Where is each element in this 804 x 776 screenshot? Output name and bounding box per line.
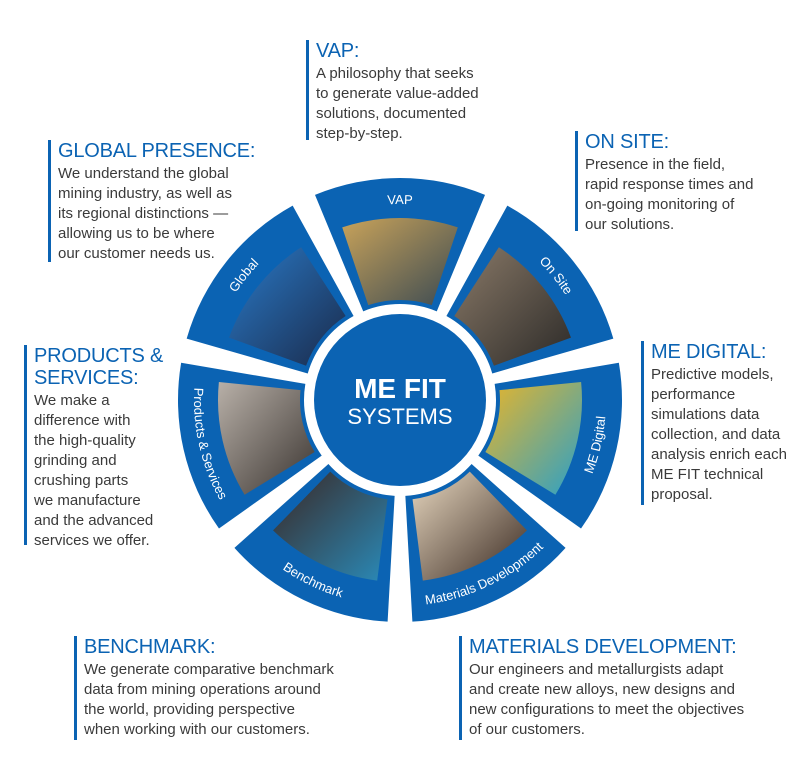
segment-vap: VAP — [314, 178, 486, 312]
vap-heading: VAP: — [316, 40, 360, 62]
global-presence-block: GLOBAL PRESENCE: We understand the globa… — [48, 140, 255, 262]
onsite-heading: ON SITE: — [585, 131, 669, 153]
segment-label-text: VAP — [387, 192, 413, 207]
materials-development-photo — [412, 471, 527, 581]
vap-label: VAP — [387, 192, 413, 207]
products-heading: PRODUCTS &SERVICES: — [34, 345, 164, 389]
global-heading: GLOBAL PRESENCE: — [58, 140, 256, 162]
vap-photo — [342, 218, 458, 306]
benchmark-block: BENCHMARK: We generate comparative bench… — [74, 636, 334, 740]
onsite-text: Presence in the field,rapid response tim… — [585, 156, 754, 233]
segment-products-services: Products & Services — [178, 362, 322, 529]
me-digital-block: ME DIGITAL: Predictive models,performanc… — [641, 341, 787, 505]
segment-on-site: On Site — [446, 205, 614, 374]
center-title: ME FIT — [354, 373, 446, 404]
materials-heading: MATERIALS DEVELOPMENT: — [469, 636, 737, 658]
on-site-block: ON SITE: Presence in the field,rapid res… — [575, 131, 753, 233]
materials-development-block: MATERIALS DEVELOPMENT: Our engineers and… — [459, 636, 744, 740]
segment-global: Global — [186, 205, 354, 374]
benchmark-photo — [273, 471, 388, 581]
center-subtitle: SYSTEMS — [347, 404, 452, 429]
center-hub — [314, 314, 486, 486]
global-photo — [229, 247, 346, 366]
medigital-heading: ME DIGITAL: — [651, 341, 767, 363]
segment-me-digital: ME Digital — [478, 362, 622, 529]
on-site-photo — [454, 247, 571, 366]
products-services-photo — [217, 382, 315, 495]
benchmark-heading: BENCHMARK: — [84, 636, 216, 658]
segment-benchmark: Benchmark — [234, 463, 395, 622]
me-digital-photo — [485, 382, 582, 495]
